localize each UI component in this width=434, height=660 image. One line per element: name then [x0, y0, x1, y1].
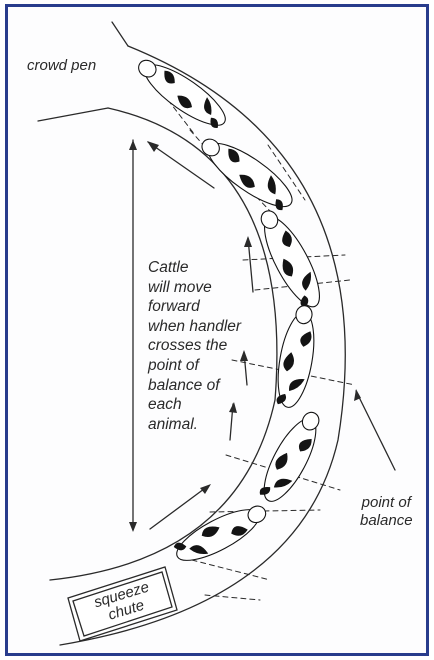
crowd-pen-wall: [112, 22, 128, 46]
point-of-balance-label: point of balance: [360, 494, 413, 530]
cattle-instruction-text: Cattle will move forward when handler cr…: [148, 258, 241, 434]
crowd-pen-wall-left: [38, 108, 108, 121]
crowd-pen-label: crowd pen: [27, 57, 96, 74]
cow-6: [170, 497, 271, 570]
cow-1: [131, 51, 233, 135]
cow-5: [254, 406, 329, 508]
cow-2: [194, 129, 300, 217]
cow-4: [272, 303, 321, 410]
